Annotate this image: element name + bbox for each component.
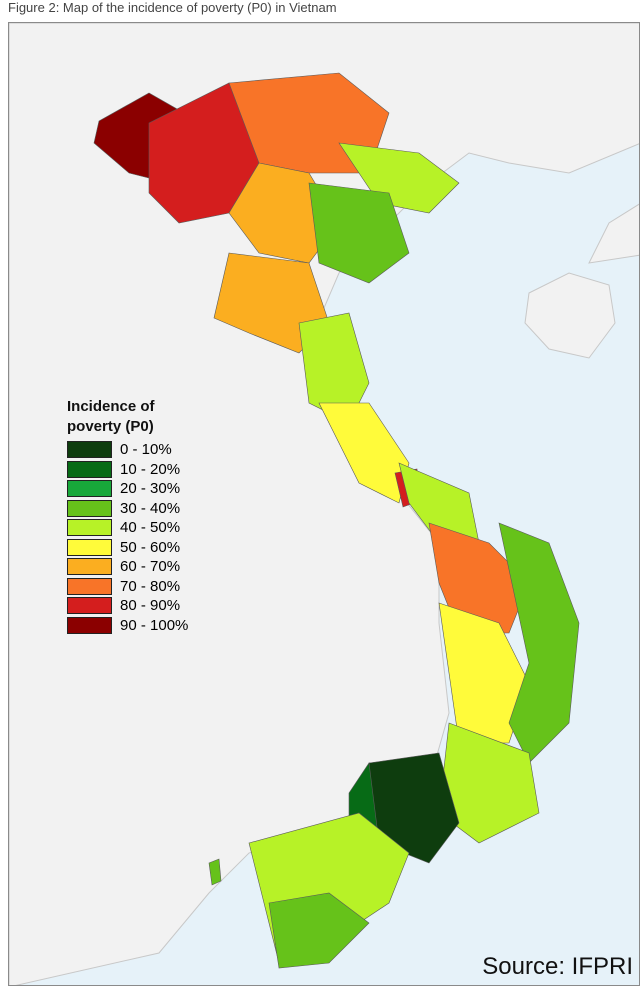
legend-swatch [67, 577, 112, 595]
legend-items: 0 - 10%10 - 20% 20 - 30%30 - 40% 40 - 50%5… [67, 440, 257, 635]
vietnam-poverty-map [9, 23, 639, 985]
legend-label: 50 - 60% [120, 538, 181, 556]
legend-item: 30 - 40% [67, 499, 257, 519]
legend-label: 90 - 100% [120, 616, 189, 634]
legend-item: 90 - 100% [67, 616, 257, 636]
land-east [588, 203, 639, 264]
legend-label: 30 - 40% [120, 499, 181, 517]
figure-caption: Figure 2: Map of the incidence of povert… [8, 0, 337, 15]
legend-item: 40 - 50% [67, 518, 257, 538]
legend-swatch [67, 480, 112, 498]
legend: Incidence of poverty (P0) 0 - 10%10 - 20… [67, 397, 257, 635]
legend-swatch [67, 460, 112, 478]
region-red-river-delta [308, 182, 410, 284]
legend-label: 70 - 80% [120, 577, 181, 595]
legend-swatch [67, 499, 112, 517]
legend-label: 20 - 30% [120, 480, 181, 498]
land-hainan [524, 272, 616, 359]
legend-swatch [67, 538, 112, 556]
legend-item: 10 - 20% [67, 460, 257, 480]
legend-item: 50 - 60% [67, 538, 257, 558]
legend-title-line2: poverty (P0) [67, 418, 154, 435]
legend-item: 70 - 80% [67, 577, 257, 597]
region-central-highlands-orange [428, 522, 530, 634]
legend-title-line1: Incidence of [67, 398, 155, 415]
legend-swatch [67, 597, 112, 615]
region-central-highlands-yellow [438, 602, 530, 744]
legend-item: 80 - 90% [67, 596, 257, 616]
legend-item: 20 - 30% [67, 479, 257, 499]
legend-label: 80 - 90% [120, 597, 181, 615]
legend-item: 0 - 10% [67, 440, 257, 460]
source-credit: Source: IFPRI [482, 953, 633, 980]
region-south-central-coast [498, 522, 580, 764]
legend-label: 60 - 70% [120, 558, 181, 576]
region-mekong-delta-south [268, 892, 370, 969]
map-frame: Incidence of poverty (P0) 0 - 10%10 - 20… [8, 22, 640, 986]
poverty-regions [93, 72, 580, 969]
legend-label: 10 - 20% [120, 460, 181, 478]
legend-swatch [67, 519, 112, 537]
region-phu-quoc [208, 858, 222, 886]
legend-item: 60 - 70% [67, 557, 257, 577]
legend-label: 40 - 50% [120, 519, 181, 537]
legend-swatch [67, 441, 112, 459]
legend-swatch [67, 558, 112, 576]
legend-label: 0 - 10% [120, 441, 172, 459]
legend-swatch [67, 616, 112, 634]
